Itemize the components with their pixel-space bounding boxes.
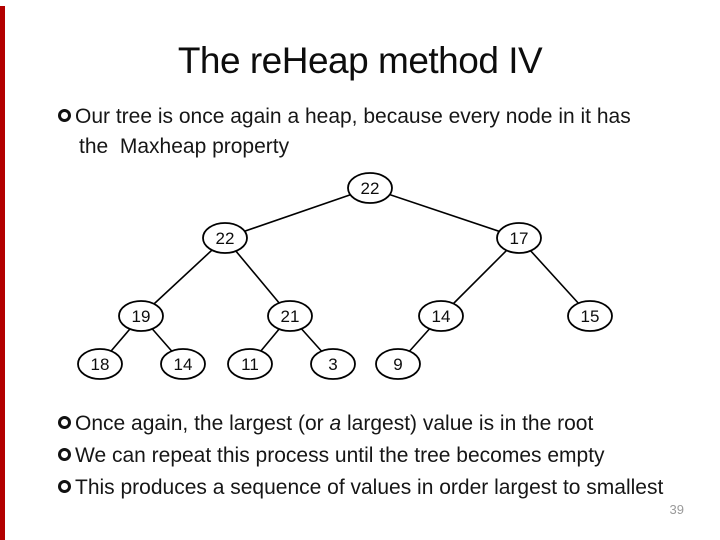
tree-node-value: 15 xyxy=(581,307,600,326)
intro-bullet-line2: the Maxheap property xyxy=(79,135,290,158)
ring-bullet-icon xyxy=(58,480,71,493)
ring-bullet-icon xyxy=(58,448,71,461)
tree-node-circle xyxy=(202,222,248,254)
tree-node-LRR: 3 xyxy=(310,348,356,380)
tree-node-circle xyxy=(418,300,464,332)
tree-node-circle xyxy=(267,300,313,332)
tree-node-circle xyxy=(227,348,273,380)
tree-node-value: 21 xyxy=(281,307,300,326)
tree-node-value: 9 xyxy=(393,355,402,374)
tree-node-circle xyxy=(496,222,542,254)
tree-edge-root-L xyxy=(224,187,371,239)
tree-node-value: 22 xyxy=(361,179,380,198)
tree-node-LL: 19 xyxy=(118,300,164,332)
bullet-text: This produces a sequence of values in or… xyxy=(75,476,664,499)
conclusion-bullet-3: This produces a sequence of values in or… xyxy=(58,472,696,504)
tree-node-LLR: 14 xyxy=(160,348,206,380)
tree-node-RR: 15 xyxy=(567,300,613,332)
tree-node-value: 17 xyxy=(510,229,529,248)
intro-bullet-line1: Our tree is once again a heap, because e… xyxy=(75,105,631,128)
bullet-text: Once again, the largest (or xyxy=(75,412,330,435)
tree-node-value: 22 xyxy=(216,229,235,248)
tree-node-value: 19 xyxy=(132,307,151,326)
tree-node-value: 14 xyxy=(432,307,451,326)
tree-node-circle xyxy=(310,348,356,380)
tree-node-root: 22 xyxy=(347,172,393,204)
tree-node-RL: 14 xyxy=(418,300,464,332)
tree-node-circle xyxy=(118,300,164,332)
tree-node-value: 3 xyxy=(328,355,337,374)
tree-node-value: 18 xyxy=(91,355,110,374)
slide-title: The reHeap method IV xyxy=(177,40,543,81)
tree-node-circle xyxy=(77,348,123,380)
tree-node-circle xyxy=(567,300,613,332)
tree-node-LRL: 11 xyxy=(227,348,273,380)
bullet-text: largest) value is in the root xyxy=(341,412,594,435)
conclusion-bullet-1: Once again, the largest (or a largest) v… xyxy=(58,408,696,440)
tree-node-LLL: 18 xyxy=(77,348,123,380)
page-number: 39 xyxy=(669,502,684,517)
left-accent-bar xyxy=(0,6,5,540)
tree-node-R: 17 xyxy=(496,222,542,254)
ring-bullet-icon xyxy=(58,109,71,122)
tree-edge-L-LL xyxy=(140,237,226,317)
tree-node-LR: 21 xyxy=(267,300,313,332)
bullet-text: We can repeat this process until the tre… xyxy=(75,444,605,467)
tree-node-L: 22 xyxy=(202,222,248,254)
intro-bullet: Our tree is once again a heap, because e… xyxy=(58,102,696,162)
tree-node-value: 14 xyxy=(174,355,193,374)
conclusion-bullets: Once again, the largest (or a largest) v… xyxy=(58,408,696,504)
conclusion-bullet-2: We can repeat this process until the tre… xyxy=(58,440,696,472)
tree-node-value: 11 xyxy=(241,355,259,374)
tree-node-circle xyxy=(347,172,393,204)
tree-node-RLL: 9 xyxy=(375,348,421,380)
tree-node-circle xyxy=(160,348,206,380)
bullet-text-italic: a xyxy=(329,412,342,435)
ring-bullet-icon xyxy=(58,416,71,429)
tree-node-circle xyxy=(375,348,421,380)
tree-edge-root-R xyxy=(369,187,520,239)
